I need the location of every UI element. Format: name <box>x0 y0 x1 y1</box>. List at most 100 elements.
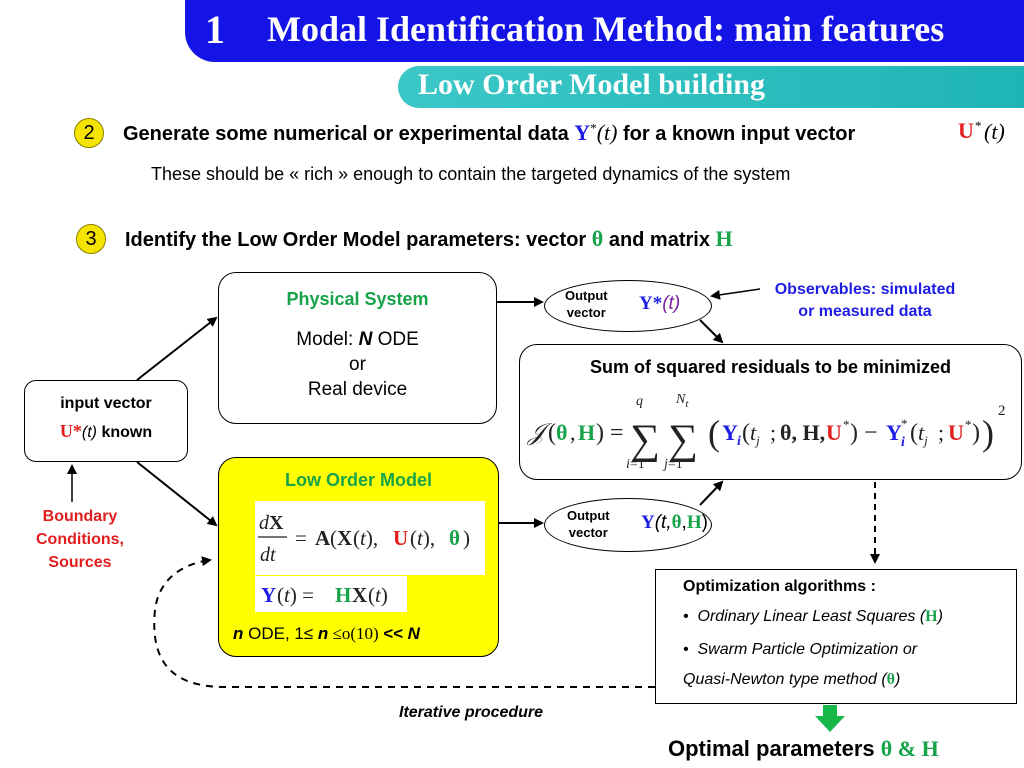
svg-text:X: X <box>337 526 352 550</box>
step-2-sym-u: U <box>958 118 974 143</box>
svg-text:) =: ) = <box>596 420 624 446</box>
boundary-line-3: Sources <box>48 554 112 571</box>
input-vector-label: input vector <box>60 395 152 412</box>
optim-item-1-a: Ordinary Linear Least Squares ( <box>697 608 926 625</box>
physical-model-n: N <box>358 329 373 350</box>
physical-model-suffix: ODE <box>372 329 419 350</box>
svg-text:*: * <box>843 417 850 432</box>
output-2-arg-open: (t, <box>654 512 672 533</box>
step-2-sym-u-arg: (t) <box>984 119 1005 144</box>
step-2-note: These should be « rich » enough to conta… <box>151 164 791 184</box>
iterative-label: Iterative procedure <box>399 704 544 721</box>
step-2-text: Generate some numerical or experimental … <box>123 120 855 146</box>
lom-equation-state: dX dt = A ( X (t), U (t), θ ) <box>255 501 485 575</box>
physical-system-body: Model: N ODE or Real device <box>219 327 496 402</box>
svg-text:*: * <box>901 416 908 431</box>
svg-text:i: i <box>737 434 741 449</box>
output-1-label-2: vector <box>566 305 606 320</box>
svg-text:j=1: j=1 <box>662 457 683 472</box>
optim-item-2: • Swarm Particle Optimization or <box>683 641 918 658</box>
page-title: Modal Identification Method: main featur… <box>267 9 945 49</box>
lom-equation-output: Y (t) = H X (t) <box>255 576 407 612</box>
physical-device: Real device <box>307 379 408 400</box>
arrow-output2-to-residuals <box>699 480 724 506</box>
physical-model-prefix: Model: <box>296 329 359 350</box>
svg-text:): ) <box>463 526 470 550</box>
title-bar <box>185 0 1024 62</box>
output-1-sym-line: Y*(t) <box>639 293 680 315</box>
svg-text:(t) =: (t) = <box>277 583 314 607</box>
step-2-sym-y-sup: * <box>590 120 597 136</box>
svg-text:(: ( <box>548 420 556 446</box>
svg-text:i=1: i=1 <box>626 457 645 472</box>
svg-text:(t),: (t), <box>353 526 378 550</box>
step-2-text-a: Generate some numerical or experimental … <box>123 123 575 145</box>
step-badge-2: 2 <box>74 118 104 148</box>
optimal-arrow-head <box>815 716 845 732</box>
input-vector-sym: U* <box>59 421 82 441</box>
output-2-comma: , <box>681 512 687 533</box>
output-1-arg: (t) <box>662 293 681 314</box>
step-2-sym-y-arg: (t) <box>596 120 618 145</box>
input-vector-sym-line: U*(t) known <box>25 421 187 442</box>
svg-text:θ: θ <box>556 420 567 445</box>
input-vector-known: known <box>97 424 153 441</box>
observables-line-2: or measured data <box>798 303 932 320</box>
output-1-label: Output vector <box>565 287 608 321</box>
step-badge-3: 3 <box>76 224 106 254</box>
output-1-label-1: Output <box>565 288 608 303</box>
svg-text:(: ( <box>708 413 720 453</box>
svg-text:∑: ∑ <box>668 417 698 463</box>
step-2-sym-u-sup: * <box>975 118 982 133</box>
lom-ode-line: n ODE, 1≤ n ≤o(10) << N <box>233 624 420 644</box>
svg-text:Y: Y <box>722 420 738 445</box>
svg-text:∑: ∑ <box>630 417 660 463</box>
optim-item-3-b: ) <box>895 671 901 688</box>
svg-text:θ: θ <box>449 526 460 550</box>
svg-text:tj: tj <box>918 420 928 448</box>
svg-text:(: ( <box>910 420 918 446</box>
optim-item-2-text: Swarm Particle Optimization or <box>697 641 918 658</box>
svg-text:Nt: Nt <box>675 392 689 410</box>
lom-ode-ll: << <box>382 624 408 643</box>
output-2-h: H <box>686 512 702 533</box>
optimal-text: Optimal parameters <box>668 736 881 761</box>
optimal-amp: & <box>892 736 922 761</box>
svg-text:): ) <box>982 413 994 453</box>
svg-text:): ) <box>972 420 980 446</box>
svg-text:(t): (t) <box>368 583 388 607</box>
svg-text:2: 2 <box>998 403 1006 419</box>
boundary-line-2: Conditions, <box>36 531 124 548</box>
svg-text:H: H <box>578 420 595 445</box>
svg-text:dt: dt <box>260 544 276 566</box>
low-order-model-box: Low Order Model dX dt = A ( X (t), U (t)… <box>218 457 499 657</box>
svg-text:=: = <box>295 526 307 550</box>
residuals-title: Sum of squared residuals to be minimized <box>589 357 952 377</box>
svg-text:tj: tj <box>750 420 760 448</box>
arrow-feedback-loop <box>153 556 655 688</box>
lom-title: Low Order Model <box>284 470 432 490</box>
optim-title: Optimization algorithms : <box>683 578 876 595</box>
svg-text:U: U <box>826 420 842 445</box>
optim-item-1: • Ordinary Linear Least Squares (H) <box>683 608 943 625</box>
svg-text:X: X <box>352 583 367 607</box>
step-2-sym-y: Y <box>574 120 591 145</box>
physical-system-title: Physical System <box>286 289 429 309</box>
step-2-text-b: for a known input vector <box>617 123 856 145</box>
residuals-box: Sum of squared residuals to be minimized… <box>519 344 1022 480</box>
svg-text:Y: Y <box>886 420 902 445</box>
optim-item-3-a: Quasi-Newton type method ( <box>683 671 887 688</box>
optim-item-3-sym: θ <box>886 671 896 688</box>
optimal-parameters: Optimal parameters θ & H <box>668 736 939 762</box>
lom-ode-text: ODE, 1≤ <box>243 624 318 643</box>
subtitle-bar <box>398 66 1024 108</box>
arrow-observables <box>710 288 761 300</box>
svg-text:(: ( <box>742 420 750 446</box>
output-2-close: ) <box>701 512 708 533</box>
svg-text:U: U <box>393 526 408 550</box>
arrow-output-to-residuals <box>699 319 724 344</box>
step-3-text: Identify the Low Order Model parameters:… <box>125 226 733 252</box>
output-2-label: Output vector <box>567 507 610 541</box>
step-2-u-wrapper: U * (t) <box>946 116 1024 148</box>
